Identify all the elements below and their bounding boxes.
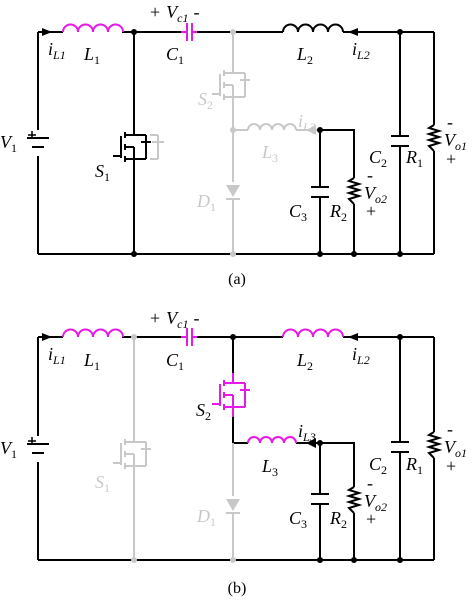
panel-b-label-r2: R2	[329, 508, 347, 531]
panel-a-inactive-branch	[211, 32, 320, 254]
panel-b-c3-capacitor	[311, 493, 329, 505]
panel-b-label-il2: iL2	[352, 344, 370, 367]
panel-a-wires	[37, 31, 435, 255]
panel-b-label-vc1: +Vc1-	[150, 308, 199, 331]
panel-b-label-c1: C1	[166, 350, 184, 373]
panel-b-vo2-minus: -	[367, 473, 373, 493]
panel-b-d1-diode	[226, 499, 240, 514]
panel-a-vo2-minus: -	[367, 165, 373, 185]
panel-b-c2-capacitor	[391, 441, 409, 453]
panel-b-label-l3: L3	[261, 456, 278, 479]
panel-b-label-r1: R1	[405, 454, 423, 477]
panel-a-vo2-plus: +	[366, 201, 376, 221]
panel-b-caption: (b)	[228, 580, 247, 597]
panel-a-l3-inductor	[247, 123, 297, 131]
panel-b-s2-switch	[211, 372, 251, 418]
panel-b-label-c3: C3	[289, 508, 307, 531]
panel-a-label-vo2: Vo2	[364, 183, 387, 206]
panel-b-v1-source	[27, 437, 49, 454]
panel-a-label-v1: V1	[0, 132, 17, 155]
panel-a-circuit: V1 iL1 L1 C1 +Vc1- L2 iL2 S1 S2 iL3 L3 D…	[0, 2, 467, 288]
panel-a-label-c1: C1	[166, 44, 184, 67]
panel-b-vo1-plus: +	[446, 456, 456, 476]
panel-b-r2-resistor	[345, 486, 363, 514]
panel-b-l2-inductor	[282, 328, 344, 338]
panel-a-l2-inductor	[282, 23, 344, 33]
panel-a-l1-inductor	[62, 23, 124, 33]
panel-b-label-v1: V1	[0, 438, 17, 461]
panel-a-label-l2: L2	[296, 44, 313, 67]
panel-b-vo1-minus: -	[447, 419, 453, 439]
panel-b-label-il1: iL1	[48, 344, 66, 367]
panel-a-d1-diode	[226, 185, 240, 200]
panel-a-label-il2: iL2	[352, 39, 370, 62]
panel-a-label-vo1: Vo1	[444, 130, 467, 153]
panel-a-label-il1: iL1	[48, 39, 66, 62]
panel-b-r1-resistor	[425, 431, 443, 459]
panel-a-label-r1: R1	[405, 147, 423, 170]
panel-b-label-vo2: Vo2	[364, 491, 387, 514]
panel-a-s2-switch	[211, 62, 251, 108]
panel-b-l3-inductor	[247, 436, 297, 444]
panel-b-l1-inductor	[62, 328, 124, 338]
panel-b-label-d1: D1	[196, 506, 216, 529]
panel-a-c1-capacitor	[181, 23, 197, 41]
panel-b-vo2-plus: +	[366, 509, 376, 529]
panel-a-label-vc1: +Vc1-	[150, 2, 199, 25]
panel-a-caption: (a)	[228, 271, 246, 288]
panel-a-c2-capacitor	[391, 135, 409, 147]
panel-b-label-il3: iL3	[298, 421, 316, 444]
panel-a-label-d1: D1	[196, 191, 216, 214]
panel-b-c1-capacitor	[181, 328, 197, 346]
panel-b-label-vo1: Vo1	[444, 437, 467, 460]
panel-b-inactive-branch	[112, 334, 240, 563]
panel-a-v1-source	[27, 131, 49, 148]
panel-a-vo1-plus: +	[446, 149, 456, 169]
panel-b-label-l1: L1	[83, 350, 100, 373]
panel-b-circuit: V1 iL1 L1 C1 +Vc1- L2 iL2 S1 S2 iL3 L3 D…	[0, 308, 467, 597]
panel-b-label-s2: S2	[196, 400, 211, 423]
panel-b-s1-switch	[112, 431, 152, 477]
panel-a-label-c2: C2	[369, 147, 387, 170]
panel-b-label-c2: C2	[369, 454, 387, 477]
panel-a-vo1-minus: -	[447, 112, 453, 132]
panel-a-label-il3: iL3	[298, 111, 316, 134]
panel-a-label-r2: R2	[329, 201, 347, 224]
panel-a-label-c3: C3	[289, 201, 307, 224]
panel-a-c3-capacitor	[311, 186, 329, 198]
panel-a-r1-resistor	[425, 124, 443, 152]
panel-a-label-l3: L3	[261, 142, 278, 165]
panel-b-label-s1: S1	[95, 472, 110, 495]
panel-a-r2-resistor	[345, 177, 363, 205]
panel-a-label-s1: S1	[95, 161, 110, 184]
panel-b-label-l2: L2	[296, 350, 313, 373]
panel-a-s1-switch	[112, 124, 164, 170]
panel-a-label-s2: S2	[198, 89, 213, 112]
panel-a-label-l1: L1	[83, 44, 100, 67]
